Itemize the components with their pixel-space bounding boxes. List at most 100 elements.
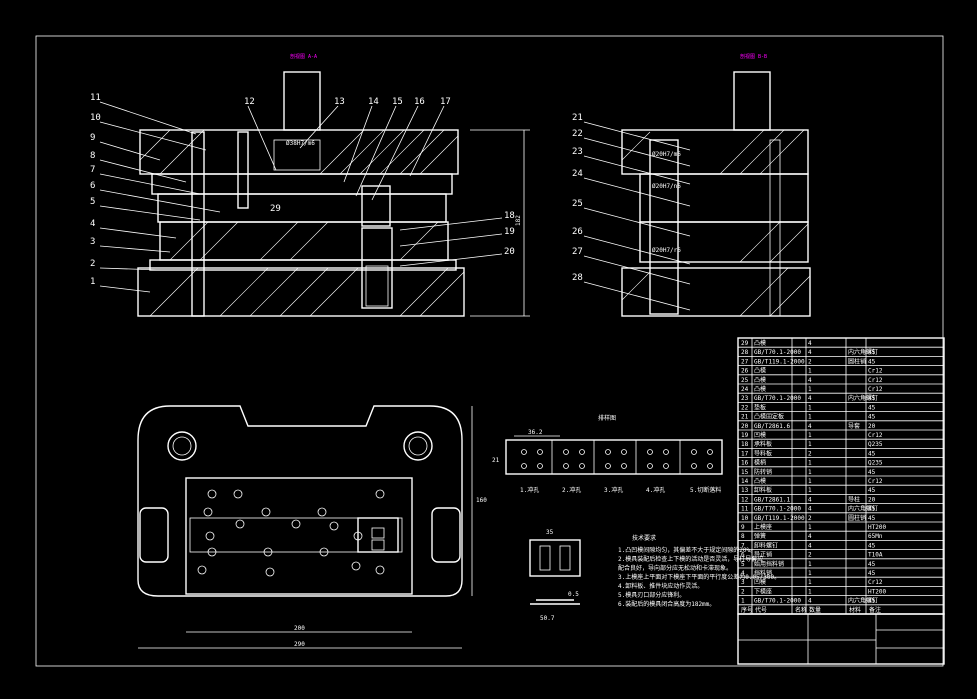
bom-index: 16 <box>741 460 749 467</box>
callout-6: 6 <box>90 181 95 191</box>
bom-name: 内六角螺钉 <box>848 505 878 513</box>
lower-die-outline <box>137 405 463 597</box>
bom-qty: 4 <box>808 423 812 430</box>
callout-15: 15 <box>392 97 403 107</box>
plan-inner-dimension: 200 <box>294 625 305 632</box>
bom-qty: 1 <box>808 579 812 586</box>
bom-header: 代号 <box>755 606 767 614</box>
plan-hole <box>319 547 329 557</box>
bom-name: 导柱 <box>848 495 860 503</box>
bom-index: 22 <box>741 404 749 411</box>
slug-chute <box>365 265 389 307</box>
bom-material: 65Mn <box>868 533 883 540</box>
die-plate <box>149 259 457 271</box>
bom-qty: 2 <box>808 552 812 559</box>
clamp-slot-left <box>139 507 169 563</box>
guide-pin-left <box>237 131 249 209</box>
callout-19: 19 <box>504 227 515 237</box>
bom-material: Q235 <box>868 441 883 448</box>
bom-material: 45 <box>868 349 876 356</box>
bom-material: Cr12 <box>868 579 883 586</box>
callout-13: 13 <box>334 97 345 107</box>
part-bottom-dimension: 50.7 <box>540 615 555 622</box>
fit-note: Ø38H7/m6 <box>286 140 315 147</box>
tech-req-line: 4.卸料板、推件块应动作灵活。 <box>618 582 703 590</box>
bom-qty: 1 <box>808 386 812 393</box>
bom-qty: 1 <box>808 460 812 467</box>
bom-material: Cr12 <box>868 478 883 485</box>
callout-28: 28 <box>572 273 583 283</box>
bom-code: 承料板 <box>754 440 772 448</box>
bom-name: 内六角螺钉 <box>848 394 878 402</box>
bom-material: 20 <box>868 496 876 503</box>
section-hatching-a <box>139 129 465 317</box>
bom-index: 20 <box>741 423 749 430</box>
bom-qty: 4 <box>808 496 812 503</box>
bom-index: 23 <box>741 395 749 402</box>
plan-hole <box>205 531 215 541</box>
bom-name: 导套 <box>848 422 860 430</box>
view-a-title: 剖视图 A-A <box>290 53 317 60</box>
plan-hole <box>353 531 363 541</box>
bom-index: 10 <box>741 515 749 522</box>
section-view-a: 剖视图 A-A Ø38H7/m6 <box>137 53 530 317</box>
callout-1: 1 <box>90 277 95 287</box>
bom-code: GB/T2861.1 <box>754 496 791 503</box>
bom-code: GB/T70.1-2000 <box>754 506 801 513</box>
bom-qty: 1 <box>808 478 812 485</box>
bom-code: GB/T119.1-2000 <box>754 358 805 365</box>
bom-qty: 1 <box>808 404 812 411</box>
bom-code: GB/T119.1-2000 <box>754 515 805 522</box>
bom-header: 数量 <box>809 606 821 614</box>
layout-title: 排样图 <box>598 414 616 422</box>
bom-name: 圆柱销 <box>848 357 866 365</box>
punch-lower <box>361 227 393 309</box>
bom-code: 卸料板 <box>754 486 772 494</box>
punch-backing-plate <box>151 173 453 195</box>
bom-header: 名称 <box>795 606 807 614</box>
bom-qty: 1 <box>808 570 812 577</box>
station-label: 5.切断落料 <box>690 486 721 494</box>
tech-req-line: 3.上模座上平面对下模座下平面的平行度公差为0.05/300。 <box>618 573 780 581</box>
callout-9: 9 <box>90 133 95 143</box>
bom-code: 凹模 <box>754 578 766 586</box>
punch-holder-b <box>639 173 809 223</box>
bom-qty: 1 <box>808 469 812 476</box>
callout-24: 24 <box>572 169 583 179</box>
plan-height-dimension: 160 <box>476 497 487 504</box>
bom-qty: 1 <box>808 588 812 595</box>
bom-code: 模柄 <box>754 459 766 467</box>
station-label: 4.冲孔 <box>646 486 665 494</box>
callout-27: 27 <box>572 247 583 257</box>
bom-material: 45 <box>868 515 876 522</box>
callout-17: 17 <box>440 97 451 107</box>
bom-name: 圆柱销 <box>848 514 866 522</box>
bom-material: 45 <box>868 469 876 476</box>
plan-hole <box>233 489 243 499</box>
plan-hole <box>235 519 245 529</box>
bom-index: 9 <box>741 524 745 531</box>
bom-index: 7 <box>741 542 745 549</box>
plan-hole <box>261 507 271 517</box>
callout-29: 29 <box>270 204 281 214</box>
plan-hole <box>291 519 301 529</box>
callout-3: 3 <box>90 237 95 247</box>
part-drawing: 35 50.7 0.5 <box>529 529 581 622</box>
bom-material: 45 <box>868 561 876 568</box>
bom-qty: 4 <box>808 377 812 384</box>
bom-material: 45 <box>868 404 876 411</box>
bom-index: 5 <box>741 561 745 568</box>
fit-note-b1: Ø20H7/m6 <box>652 151 681 158</box>
bom-code: GB/T70.1-2000 <box>754 349 801 356</box>
bom-code: 弹簧 <box>754 532 766 540</box>
bom-qty: 1 <box>808 368 812 375</box>
fit-note-b2: Ø20H7/n6 <box>652 183 681 190</box>
bom-qty: 4 <box>808 395 812 402</box>
lower-die-plate <box>137 267 465 317</box>
guide-hole-left <box>167 431 197 461</box>
bom-index: 6 <box>741 552 745 559</box>
